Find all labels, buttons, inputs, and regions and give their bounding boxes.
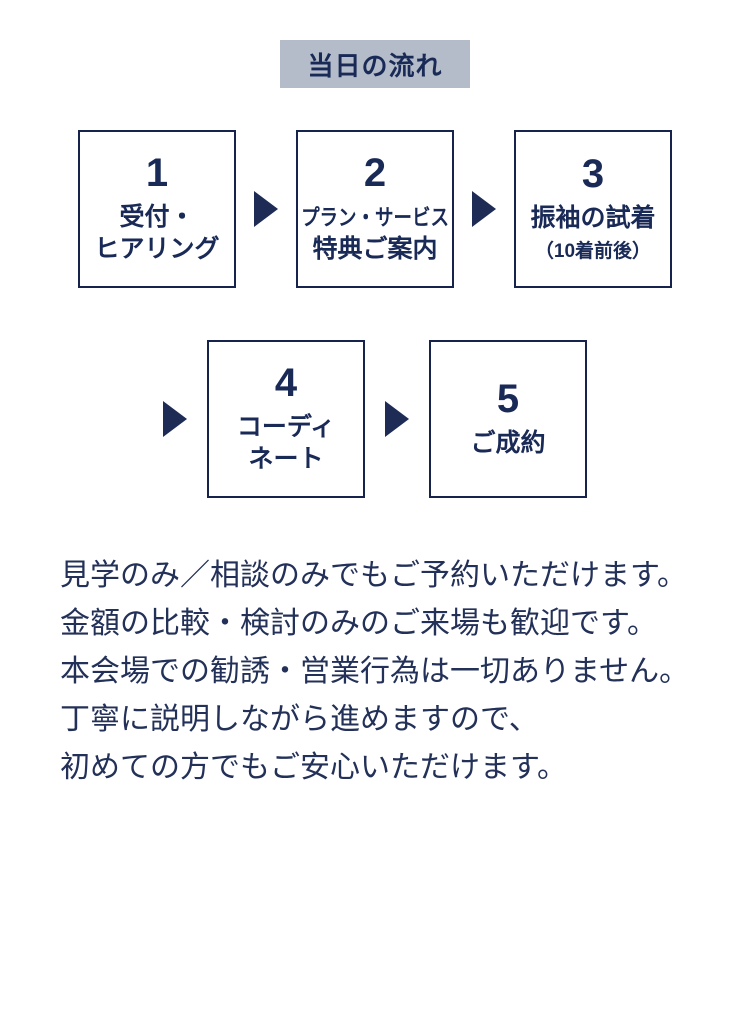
arrow-right-icon <box>472 191 496 227</box>
step-note: （10着前後） <box>534 240 652 262</box>
step-box-3: 3 振袖の試着 （10着前後） <box>514 130 672 288</box>
step-box-2: 2 プラン・サービス 特典ご案内 <box>296 130 454 288</box>
step-number: 1 <box>145 150 169 195</box>
step-label-line-2: 特典ご案内 <box>312 235 438 263</box>
step-label: ご成約 <box>470 428 546 457</box>
step-box-4: 4 コーディ ネート <box>207 340 365 498</box>
step-label: プラン・サービス 特典ご案内 <box>287 201 463 266</box>
arrow-right-icon <box>163 401 187 437</box>
flow-row-2: 4 コーディ ネート 5 ご成約 <box>0 340 750 498</box>
arrow-right-icon <box>385 401 409 437</box>
description-text: 見学のみ／相談のみでもご予約いただけます。 金額の比較・検討のみのご来場も歓迎で… <box>60 559 690 784</box>
flow-row-1: 1 受付・ ヒアリング 2 プラン・サービス 特典ご案内 3 振袖の試着 （10… <box>0 130 750 288</box>
step-label-line-1: プラン・サービス <box>301 204 449 230</box>
step-label: 振袖の試着 <box>530 204 656 233</box>
step-number: 5 <box>496 376 520 421</box>
step-box-5: 5 ご成約 <box>429 340 587 498</box>
step-box-1: 1 受付・ ヒアリング <box>78 130 236 288</box>
step-number: 4 <box>274 360 298 405</box>
step-label: 受付・ ヒアリング <box>94 202 220 264</box>
step-label: コーディ ネート <box>236 412 336 474</box>
section-title: 当日の流れ <box>307 50 443 81</box>
step-number: 2 <box>363 150 387 195</box>
section-title-badge: 当日の流れ <box>280 40 470 88</box>
arrow-right-icon <box>254 191 278 227</box>
step-number: 3 <box>581 152 605 197</box>
